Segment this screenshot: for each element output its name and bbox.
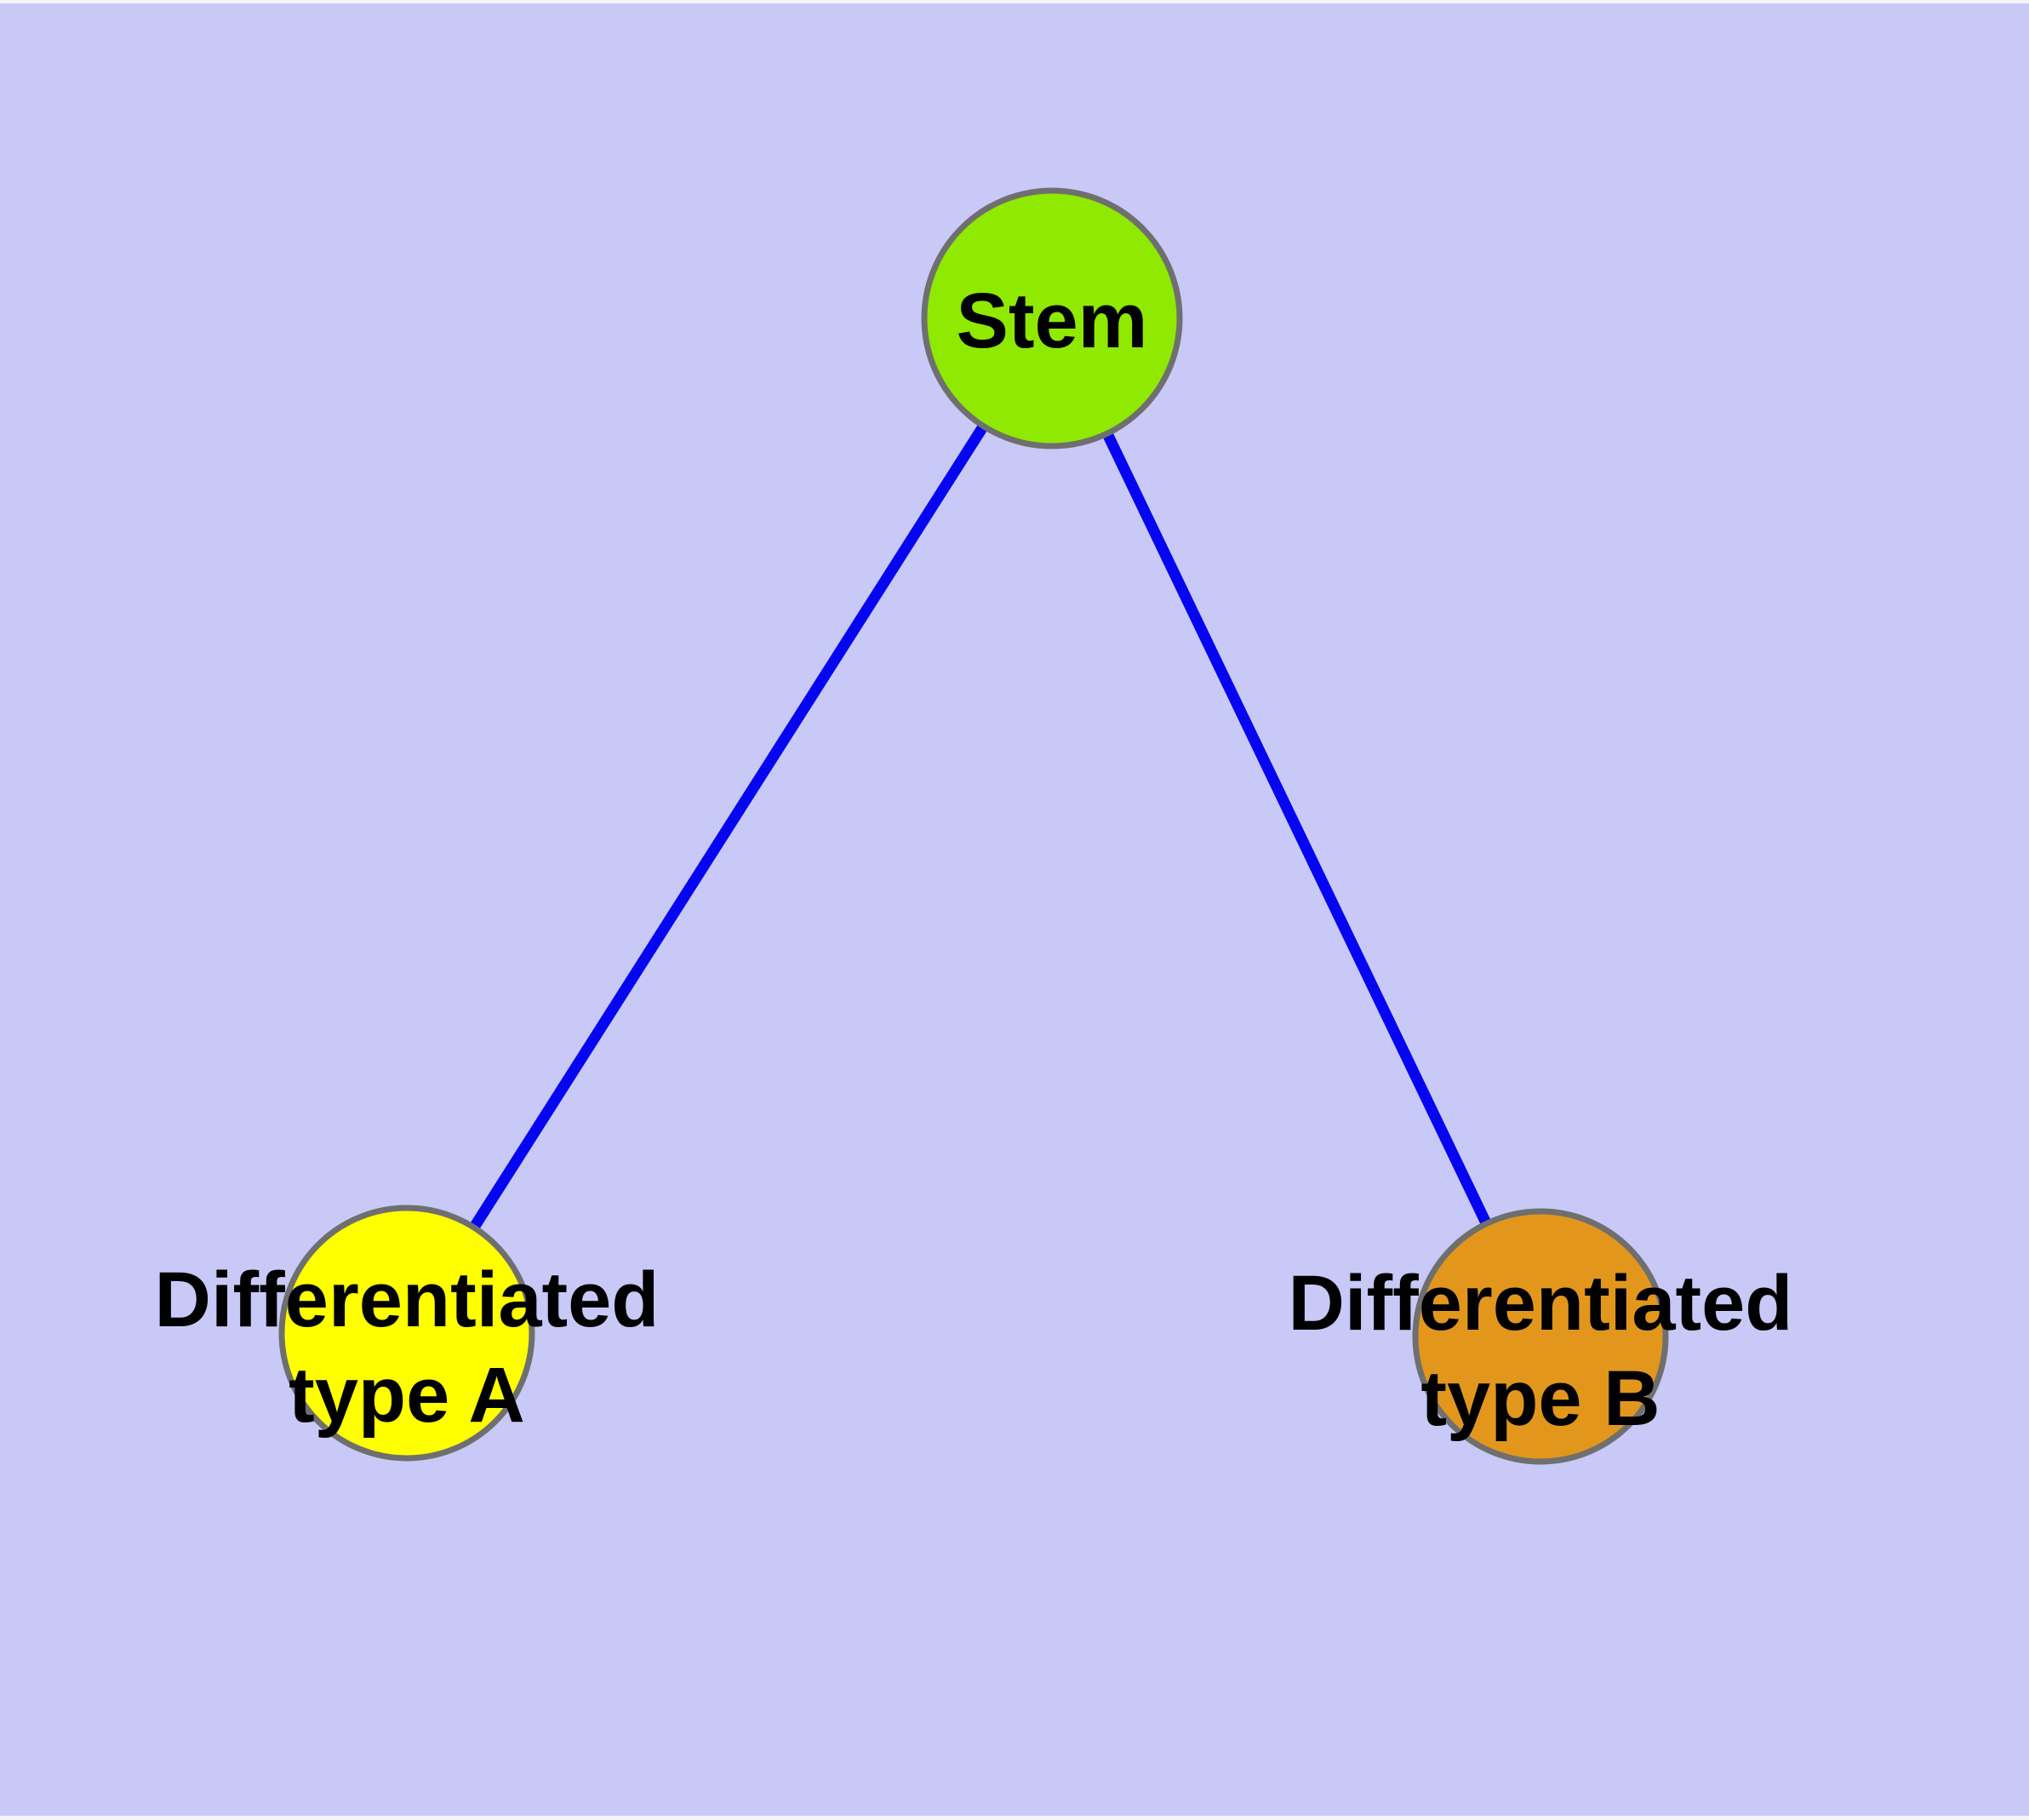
node-differentiated-type-a-label-line2: type A bbox=[289, 1352, 525, 1439]
edge-stem-to-differentiated-type-b bbox=[1047, 316, 1546, 1339]
node-differentiated-type-b-label-line1: Differentiated bbox=[1289, 1260, 1793, 1347]
edge-stem-to-differentiated-type-a bbox=[402, 315, 1057, 1336]
node-differentiated-type-b-label-line2: type B bbox=[1420, 1355, 1660, 1442]
node-differentiated-type-a-label-line1: Differentiated bbox=[155, 1256, 660, 1343]
node-stem-circle bbox=[921, 187, 1183, 449]
node-stem-label: Stem bbox=[957, 278, 1148, 364]
node-differentiated-type-b-circle bbox=[1412, 1208, 1669, 1465]
node-differentiated-type-a-circle bbox=[278, 1205, 535, 1462]
